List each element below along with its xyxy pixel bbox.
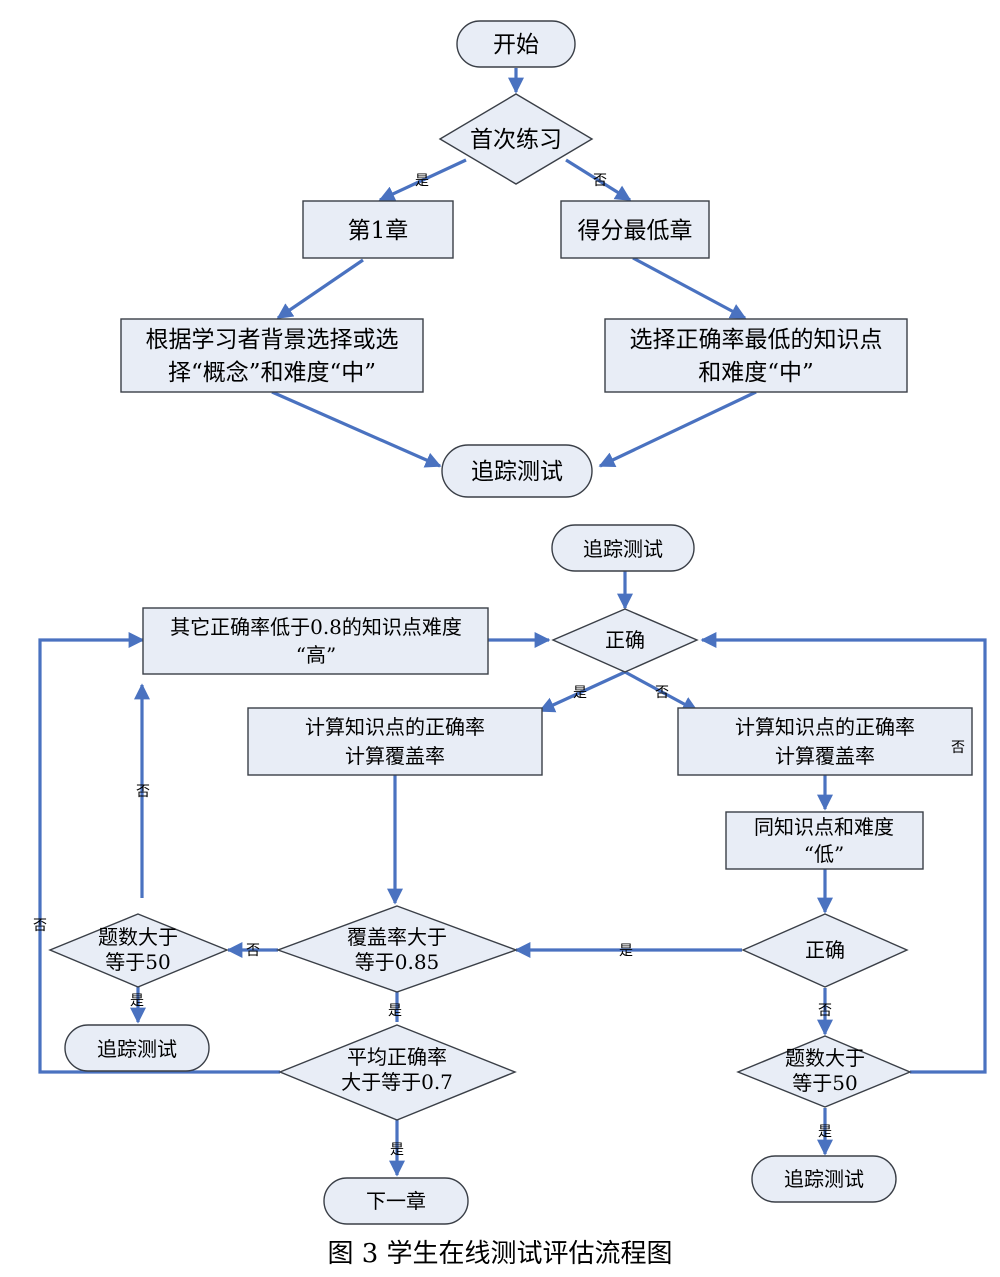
background-select-line1: 根据学习者背景选择或选 xyxy=(146,327,399,353)
calc-right-line2: 计算覆盖率 xyxy=(775,744,875,768)
edge-count-right-no-loop xyxy=(700,632,987,1074)
correct-decision-mid: 正确 xyxy=(741,913,909,988)
edge-first-practice-yes xyxy=(378,158,467,202)
avg-yes-label: 是 xyxy=(390,1142,404,1158)
coverage-no-label: 否 xyxy=(246,943,260,959)
count-left-line2: 等于50 xyxy=(105,950,170,974)
correct-top-yes-label: 是 xyxy=(573,685,587,701)
avg-no-label: 否 xyxy=(33,918,47,934)
lowest-point-box: 选择正确率最低的知识点 和难度“中” xyxy=(604,318,908,393)
next-chapter-node: 下一章 xyxy=(323,1177,469,1225)
avg-line2: 大于等于0.7 xyxy=(341,1070,453,1094)
edge-point-to-track xyxy=(598,390,757,468)
lowest-point-line1: 选择正确率最低的知识点 xyxy=(630,327,883,353)
lowest-chapter-label: 得分最低章 xyxy=(578,218,693,244)
start-node: 开始 xyxy=(456,20,576,68)
edge-first-practice-no xyxy=(565,158,632,202)
correct-mid-no-label: 否 xyxy=(818,1003,832,1019)
chapter1-label: 第1章 xyxy=(348,218,409,244)
other-points-line2: “高” xyxy=(296,643,336,667)
calc-left-box: 计算知识点的正确率 计算覆盖率 xyxy=(247,707,543,776)
count-left-no-label: 否 xyxy=(136,784,150,800)
count-left-decision: 题数大于 等于50 xyxy=(48,913,229,988)
edge-chapter1-to-background xyxy=(276,258,364,320)
track-test-node-top: 追踪测试 xyxy=(441,444,593,498)
first-practice-label: 首次练习 xyxy=(470,127,562,153)
lowest-chapter-box: 得分最低章 xyxy=(560,200,710,259)
chapter1-box: 第1章 xyxy=(302,200,454,259)
track-test-right-label: 追踪测试 xyxy=(784,1167,864,1191)
calc-left-line1: 计算知识点的正确率 xyxy=(305,715,485,739)
edge-background-to-track xyxy=(271,390,442,468)
track-test-bottom-top-label: 追踪测试 xyxy=(583,537,663,561)
correct-mid-label: 正确 xyxy=(805,938,845,962)
calc-right-box: 计算知识点的正确率 计算覆盖率 xyxy=(677,707,973,776)
avg-line1: 平均正确率 xyxy=(347,1045,447,1069)
background-select-box: 根据学习者背景选择或选 择“概念”和难度“中” xyxy=(120,318,424,393)
count-left-line1: 题数大于 xyxy=(98,925,178,949)
correct-decision-top: 正确 xyxy=(551,608,699,673)
avg-accuracy-decision: 平均正确率 大于等于0.7 xyxy=(278,1024,517,1121)
edge-avg-no-loop xyxy=(38,632,280,1074)
calc-right-line1: 计算知识点的正确率 xyxy=(735,715,915,739)
count-right-no-label: 否 xyxy=(951,740,965,756)
calc-left-line2: 计算覆盖率 xyxy=(345,744,445,768)
edge-correct-yes xyxy=(538,670,626,713)
top-yes-label: 是 xyxy=(415,173,429,189)
edge-lowest-to-point xyxy=(632,256,747,320)
top-edges xyxy=(271,68,757,468)
same-point-line2: “低” xyxy=(804,842,844,866)
bottom-edges xyxy=(38,571,987,1177)
first-practice-decision: 首次练习 xyxy=(438,93,594,185)
track-test-node-bottom-top: 追踪测试 xyxy=(551,524,695,572)
other-points-high-box: 其它正确率低于0.8的知识点难度 “高” xyxy=(142,607,489,675)
count-right-decision: 题数大于 等于50 xyxy=(736,1035,912,1108)
coverage-yes-label: 是 xyxy=(388,1003,402,1019)
lowest-point-line2: 和难度“中” xyxy=(698,360,814,386)
count-left-yes-label: 是 xyxy=(130,993,144,1009)
coverage-line2: 等于0.85 xyxy=(355,950,440,974)
track-test-left-label: 追踪测试 xyxy=(97,1037,177,1061)
correct-top-no-label: 否 xyxy=(655,685,669,701)
other-points-line1: 其它正确率低于0.8的知识点难度 xyxy=(170,615,462,639)
edge-correct-no xyxy=(624,670,699,713)
same-point-low-box: 同知识点和难度 “低” xyxy=(725,811,924,870)
count-right-line1: 题数大于 xyxy=(785,1046,865,1070)
next-chapter-label: 下一章 xyxy=(366,1189,426,1213)
same-point-line1: 同知识点和难度 xyxy=(754,815,894,839)
track-test-node-left: 追踪测试 xyxy=(64,1024,210,1072)
background-select-line2: 择“概念”和难度“中” xyxy=(168,360,376,386)
count-right-line2: 等于50 xyxy=(792,1071,857,1095)
count-right-yes-label: 是 xyxy=(818,1124,832,1140)
figure-caption: 图 3 学生在线测试评估流程图 xyxy=(327,1239,672,1269)
start-label: 开始 xyxy=(493,32,539,58)
correct-mid-yes-label: 是 xyxy=(619,943,633,959)
top-no-label: 否 xyxy=(593,173,607,189)
coverage-decision: 覆盖率大于 等于0.85 xyxy=(275,905,519,993)
correct-top-label: 正确 xyxy=(605,628,645,652)
track-test-label-top: 追踪测试 xyxy=(471,459,563,485)
coverage-line1: 覆盖率大于 xyxy=(347,925,447,949)
track-test-node-right: 追踪测试 xyxy=(751,1155,897,1203)
